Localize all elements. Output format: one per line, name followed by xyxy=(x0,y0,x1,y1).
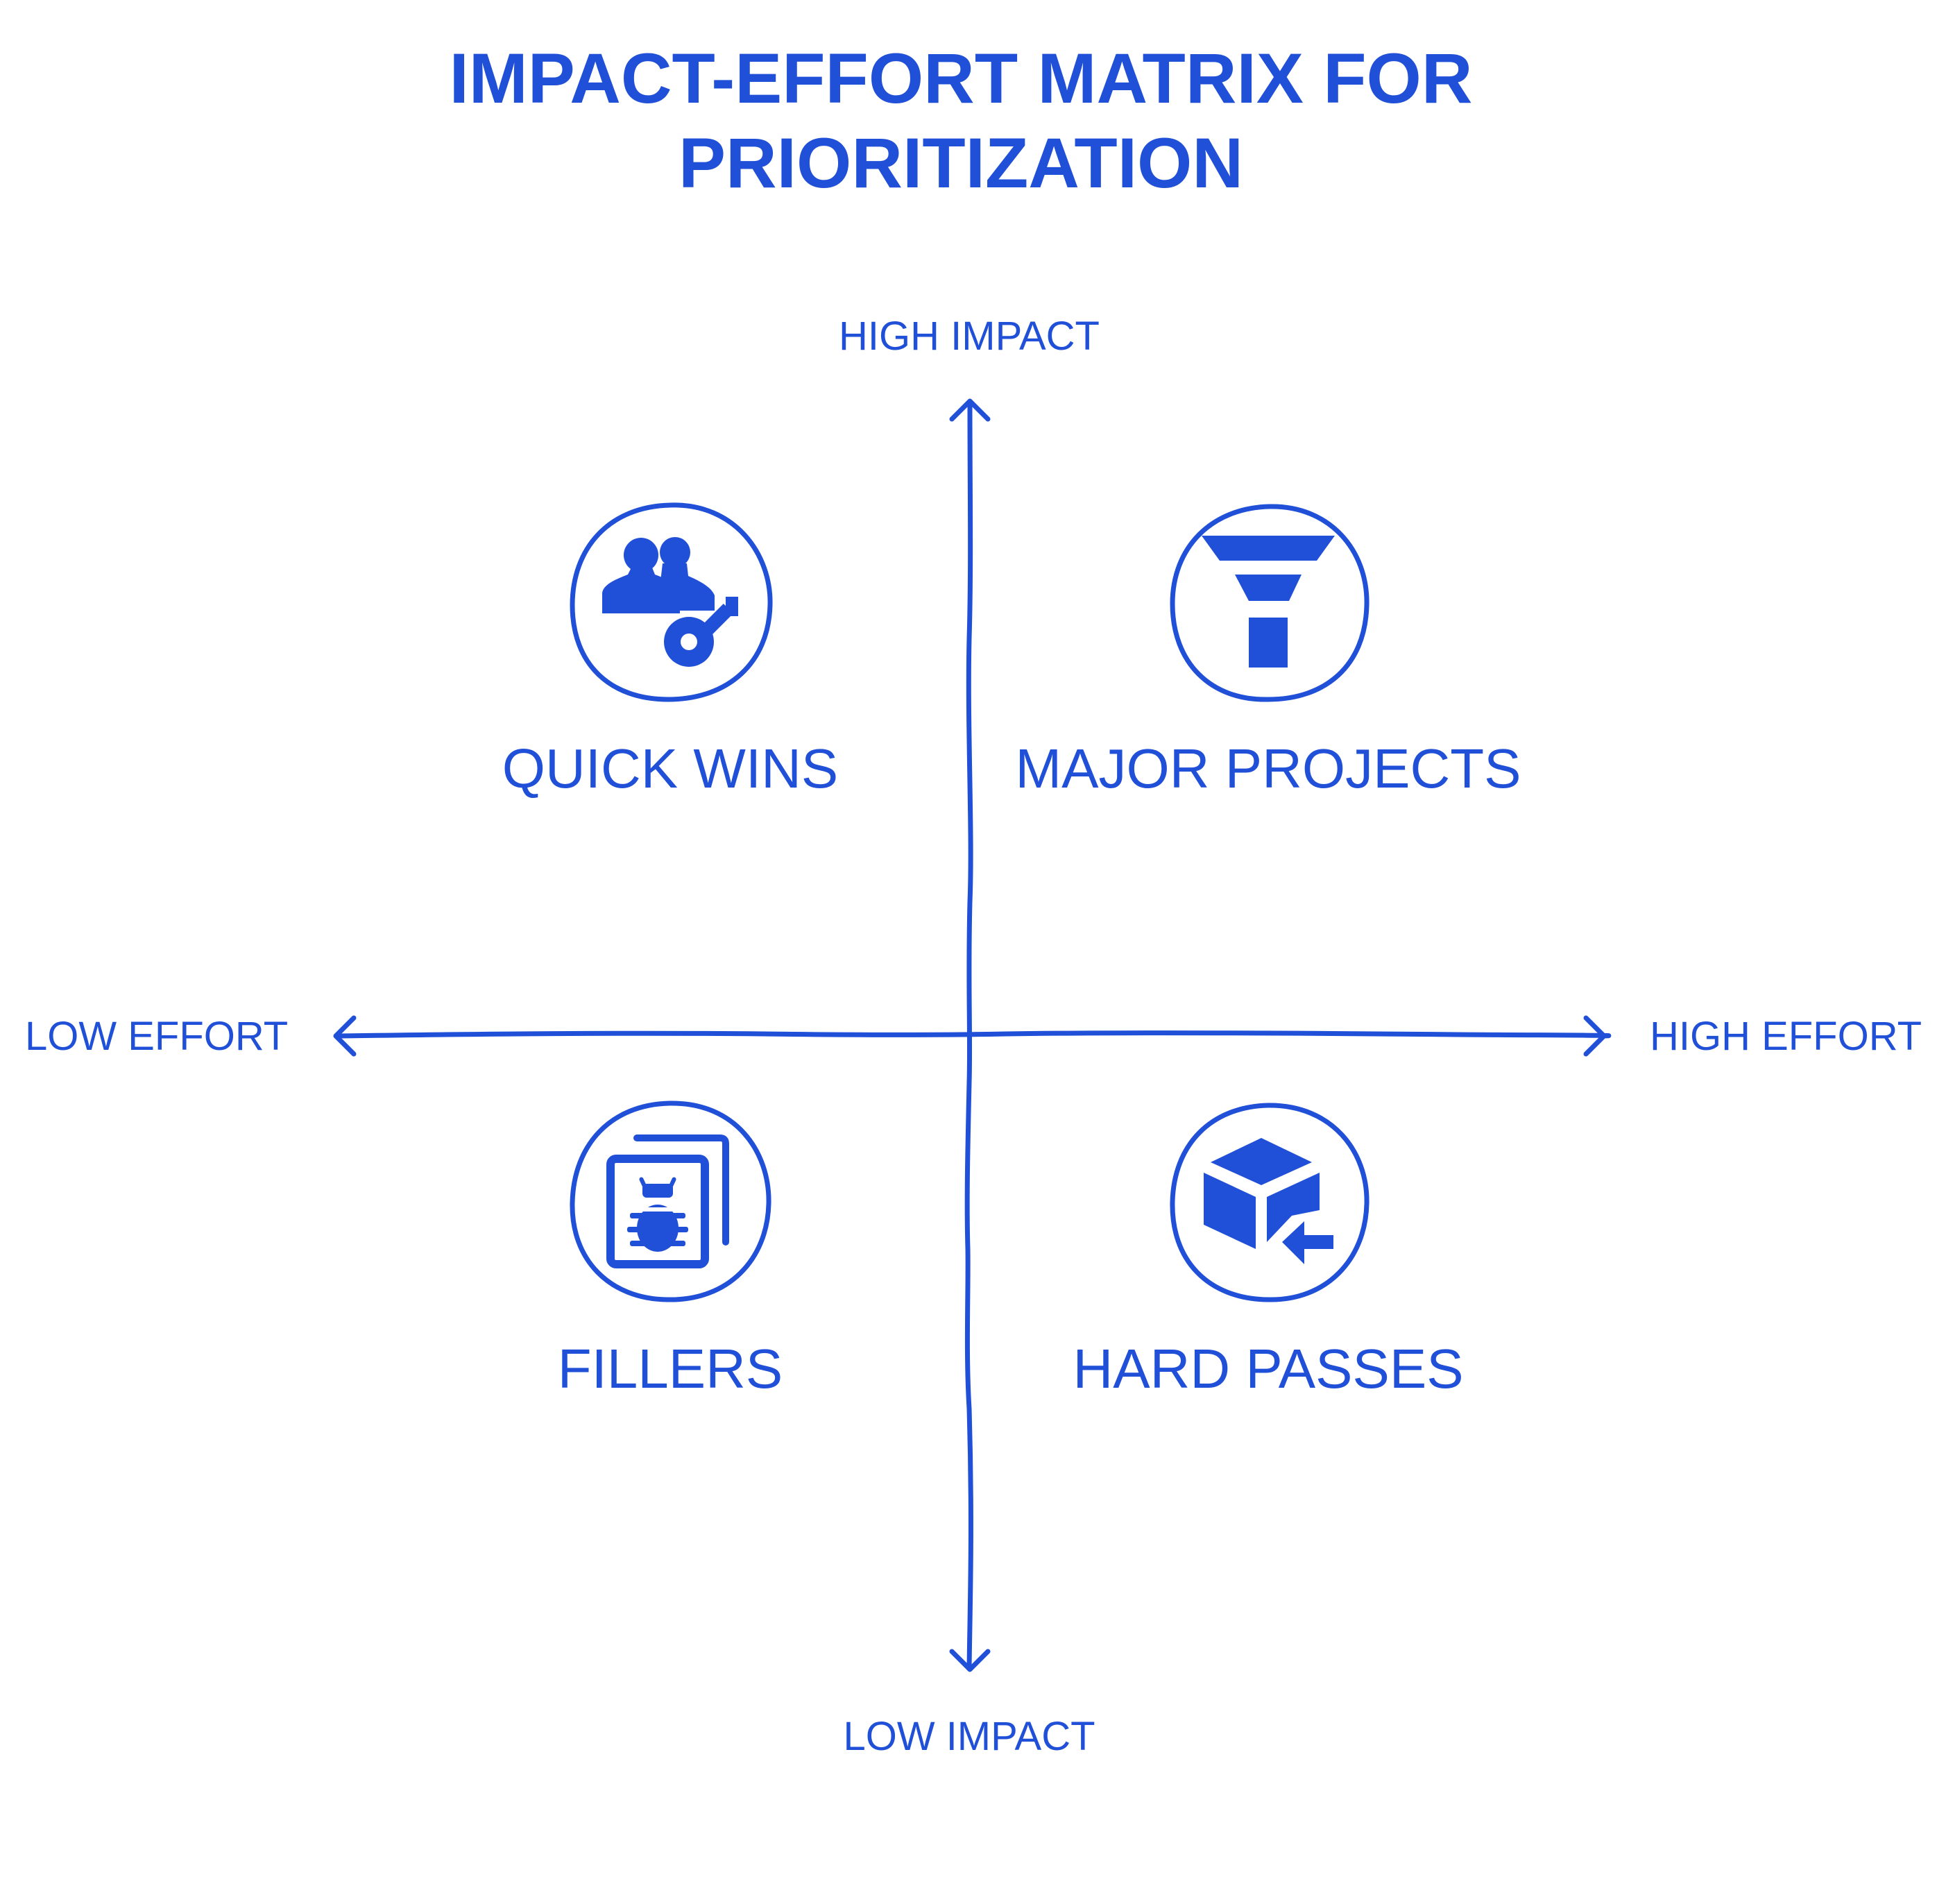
quadrant-label: HARD PASSES xyxy=(1073,1338,1463,1400)
axis-label-high-effort: HIGH EFFORT xyxy=(1650,1014,1922,1059)
right-arrowhead xyxy=(1583,1015,1607,1057)
box-return-icon xyxy=(1204,1138,1333,1264)
quadrant-quick-wins: QUICK WINS xyxy=(502,502,838,799)
icon-circle xyxy=(1170,504,1369,702)
axis-label-high-impact: HIGH IMPACT xyxy=(839,314,1100,359)
icon-circle xyxy=(570,1100,771,1302)
horizontal-axis xyxy=(336,1030,1612,1039)
page-title-line-2: PRIORITIZATION xyxy=(679,124,1243,203)
vertical-axis xyxy=(964,404,973,1672)
bug-document-icon xyxy=(606,1134,729,1268)
quadrant-fillers: FILLERS xyxy=(558,1100,783,1400)
axis-label-low-impact: LOW IMPACT xyxy=(843,1714,1095,1759)
quadrant-label: MAJOR PROJECTS xyxy=(1016,738,1521,799)
quadrant-hard-passes: HARD PASSES xyxy=(1073,1103,1464,1400)
page-title-line-1: IMPACT-EFFORT MATRIX FOR xyxy=(449,39,1472,118)
down-arrowhead xyxy=(949,1649,991,1672)
icon-circle xyxy=(1170,1103,1369,1302)
funnel-icon xyxy=(1202,536,1335,668)
quadrant-label: FILLERS xyxy=(558,1338,783,1400)
users-key-icon xyxy=(602,537,738,667)
icon-circle xyxy=(570,502,773,702)
left-arrowhead xyxy=(333,1015,357,1057)
axis-label-low-effort: LOW EFFORT xyxy=(25,1014,288,1059)
axes xyxy=(333,398,1612,1672)
quadrant-label: QUICK WINS xyxy=(502,738,838,799)
up-arrowhead xyxy=(949,398,991,422)
quadrant-major-projects: MAJOR PROJECTS xyxy=(1016,504,1521,799)
key-hole xyxy=(681,634,697,650)
